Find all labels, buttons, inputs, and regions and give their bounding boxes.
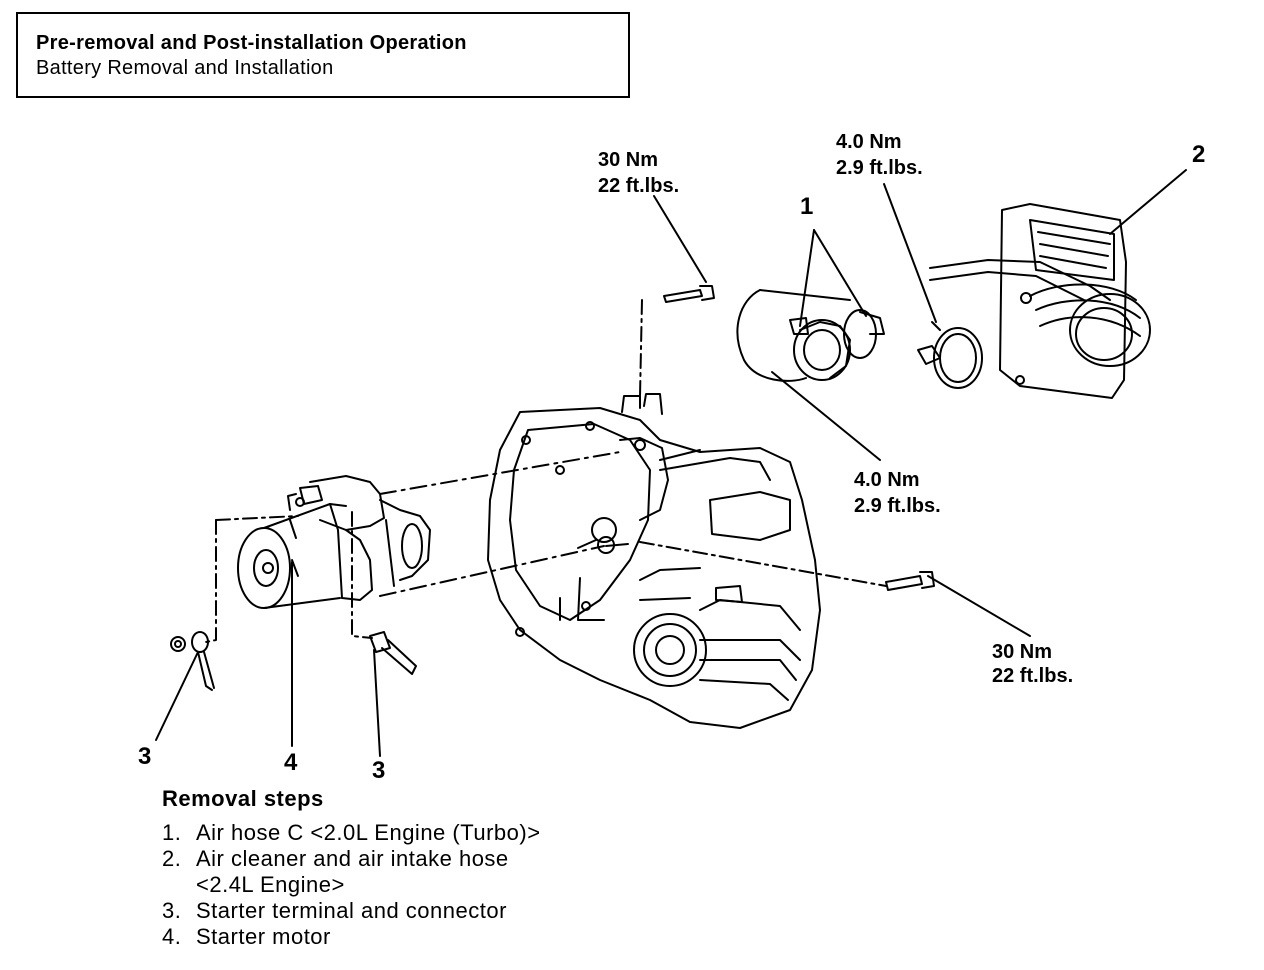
callout-3-left: 3: [138, 743, 151, 770]
hose-clamp: [917, 321, 983, 389]
step-text: Air cleaner and air intake hose: [196, 846, 509, 871]
callout-4: 4: [284, 749, 298, 776]
torque-hose-ft: 2.9 ft.lbs.: [854, 495, 941, 517]
removal-steps: Removal steps 1. Air hose C <2.0L Engine …: [162, 786, 541, 950]
starter-motor-drawing: [237, 475, 431, 609]
torque-clamp-ft: 2.9 ft.lbs.: [836, 157, 923, 179]
torque-top-nm: 30 Nm: [598, 149, 658, 171]
step-number: 2.: [162, 846, 182, 871]
torque-top-ft: 22 ft.lbs.: [598, 175, 679, 197]
lower-bolt: [885, 571, 935, 591]
air-cleaner: [929, 203, 1151, 399]
step-number: 3.: [162, 898, 182, 923]
callout-1: 1: [800, 193, 813, 220]
step-text: Starter motor: [196, 924, 331, 949]
header-box: Pre-removal and Post-installation Operat…: [16, 12, 630, 98]
step-text: Air hose C <2.0L Engine (Turbo)>: [196, 820, 541, 845]
step-item: 4. Starter motor: [162, 924, 541, 950]
step-text-continued: <2.4L Engine>: [196, 872, 345, 897]
callout-3-right: 3: [372, 757, 385, 784]
air-hose-c: [736, 289, 885, 382]
transaxle-housing: [487, 393, 821, 729]
torque-hose-nm: 4.0 Nm: [854, 469, 920, 491]
torque-lower-nm: 30 Nm: [992, 641, 1052, 663]
header-title: Pre-removal and Post-installation Operat…: [36, 32, 467, 54]
step-item: 1. Air hose C <2.0L Engine (Turbo)>: [162, 820, 541, 846]
starter-connector: [369, 631, 417, 675]
step-item: 3. Starter terminal and connector: [162, 898, 541, 924]
step-text: Starter terminal and connector: [196, 898, 507, 923]
step-number: 4.: [162, 924, 182, 949]
torque-clamp-nm: 4.0 Nm: [836, 131, 902, 153]
removal-steps-title: Removal steps: [162, 786, 324, 811]
callout-2: 2: [1192, 141, 1205, 168]
header-subtitle: Battery Removal and Installation: [36, 57, 334, 79]
top-bolt: [663, 285, 715, 303]
step-number: 1.: [162, 820, 182, 845]
starter-terminal-nut: [170, 631, 215, 691]
torque-lower-ft: 22 ft.lbs.: [992, 665, 1073, 687]
step-item: 2. Air cleaner and air intake hose: [162, 846, 541, 872]
